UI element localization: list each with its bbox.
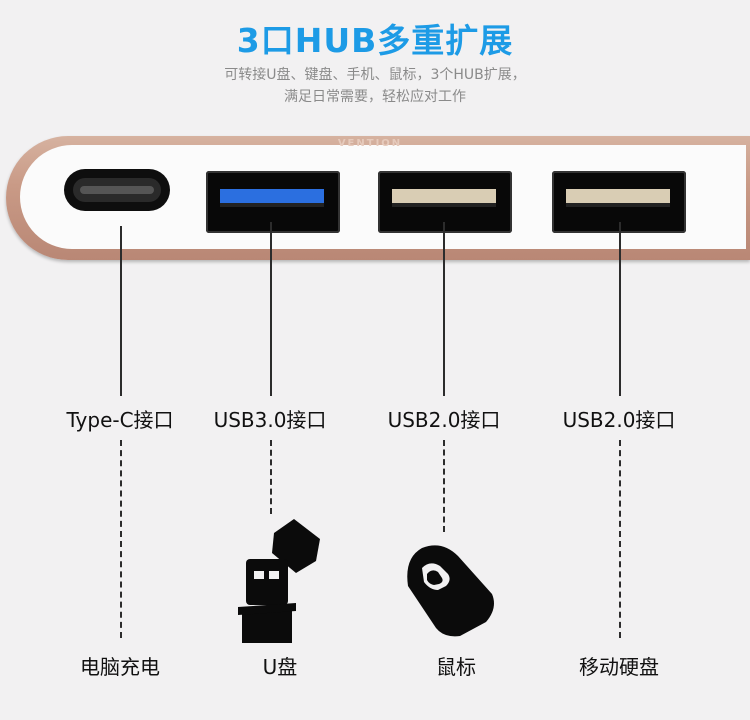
page-title: 3口HUB多重扩展 [236, 21, 514, 60]
usb3-port-tab [220, 189, 324, 203]
usb-flash-drive-icon [238, 519, 320, 643]
subtitle-line-2: 满足日常需要，轻松应对工作 [284, 89, 466, 105]
dashed-line-usb2-1 [443, 440, 445, 532]
usb2-port-1 [378, 171, 512, 233]
subtitle-line-1: 可转接U盘、键盘、手机、鼠标，3个HUB扩展， [224, 67, 526, 83]
connector-line-type-c [120, 226, 122, 396]
usb2-port-2 [552, 171, 686, 233]
port-label-type-c: Type-C接口 [66, 408, 174, 432]
dashed-line-type-c [120, 440, 122, 638]
mouse-icon [407, 545, 494, 637]
port-label-usb2-1: USB2.0接口 [387, 408, 501, 432]
dashed-line-usb3 [270, 440, 272, 514]
subtitle: 可转接U盘、键盘、手机、鼠标，3个HUB扩展， 满足日常需要，轻松应对工作 [0, 64, 750, 108]
port-label-usb3: USB3.0接口 [213, 408, 327, 432]
usb2-port-2-tab-shadow [566, 203, 670, 207]
device-label-hard-drive: 移动硬盘 [579, 655, 659, 679]
usb-flash-drive-icon [238, 519, 320, 643]
type-c-port [64, 169, 170, 211]
brand-logo: VENTION [337, 138, 403, 149]
port-label-usb2-2: USB2.0接口 [562, 408, 676, 432]
device-label-mouse: 鼠标 [436, 655, 476, 679]
dashed-line-usb2-2 [619, 440, 621, 638]
type-c-port-tongue [80, 186, 154, 194]
mouse-icon [407, 545, 494, 637]
usb2-port-1-tab [392, 189, 496, 203]
usb3-port-tab-shadow [220, 203, 324, 207]
device-label-charging: 电脑充电 [80, 655, 160, 679]
connector-line-usb3 [270, 222, 272, 396]
usb2-port-1-tab-shadow [392, 203, 496, 207]
usb3-port [206, 171, 340, 233]
connector-line-usb2-2 [619, 222, 621, 396]
connector-line-usb2-1 [443, 222, 445, 396]
usb2-port-2-tab [566, 189, 670, 203]
device-label-usb-drive: U盘 [262, 655, 298, 679]
